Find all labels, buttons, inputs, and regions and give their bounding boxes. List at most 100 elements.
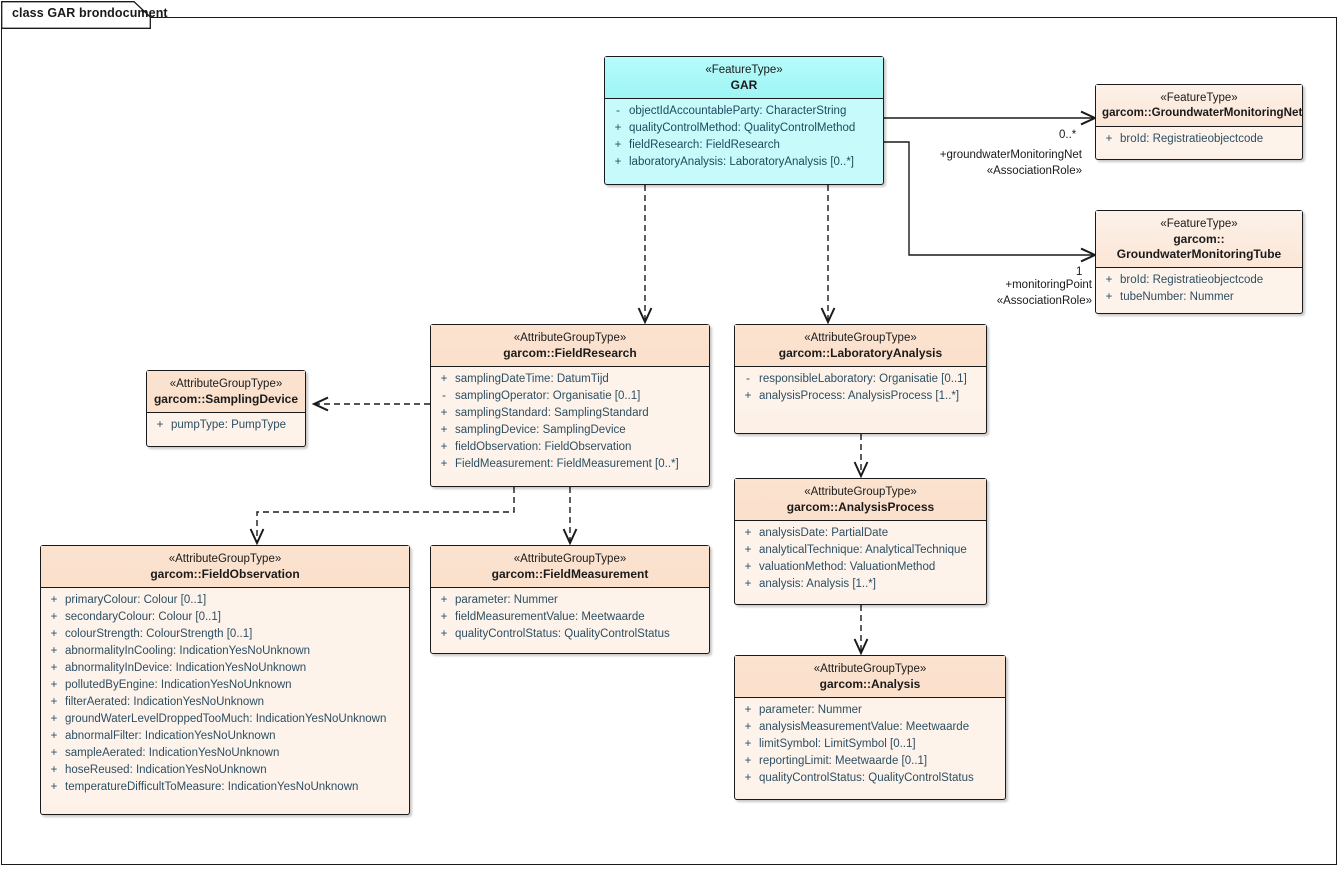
attribute-text: colourStrength: ColourStrength [0..1] [65,628,253,641]
class-name-groundwatermonitoringtube: garcom:: [1173,231,1225,246]
attribute-visibility: + [50,679,58,692]
attribute-text: fieldResearch: FieldResearch [629,139,780,152]
tab-shape-icon [1,1,151,29]
attribute-row: + parameter: Nummer [737,702,1003,719]
role-stereotype-gwmtube: «AssociationRole» [996,295,1092,307]
attribute-row: + samplingStandard: SamplingStandard [433,405,707,422]
attribute-visibility: + [440,407,448,420]
attribute-row: +samplingDateTime: DatumTijd [433,371,707,388]
class-stereotype-fieldmeasurement: «AttributeGroupType» [513,553,627,565]
class-header-laboratoryanalysis: «AttributeGroupType» garcom::LaboratoryA… [735,325,986,367]
attribute-visibility: + [744,704,752,717]
attribute-text: broId: Registratieobjectcode [1120,132,1264,145]
attribute-row: +groundWaterLevelDroppedTooMuch: Indicat… [43,711,407,728]
class-separator-groundwatermonitoringnet [1096,125,1302,127]
class-name-groundwatermonitoringnet: garcom::GroundwaterMonitoringNet [1102,105,1303,119]
attribute-visibility: - [616,105,620,118]
class-box-analysisprocess[interactable]: «AttributeGroupType» garcom::AnalysisPro… [734,478,987,605]
class-name-fieldobservation: garcom::FieldObservation [150,566,300,581]
attribute-visibility: + [50,662,58,675]
attribute-text: reportingLimit: Meetwaarde [0..1] [759,755,928,768]
attribute-text: FieldMeasurement: FieldMeasurement [0..*… [455,458,679,471]
attribute-row: +fieldMeasurementValue: Meetwaarde [433,609,707,626]
attribute-visibility: + [1105,291,1113,304]
attribute-visibility: + [744,561,752,574]
class-header-fieldresearch: «AttributeGroupType» garcom::FieldResear… [431,325,709,367]
attribute-row: +abnormalFilter: IndicationYesNoUnknown [43,728,407,745]
attribute-text: qualityControlStatus: QualityControlStat… [759,772,974,785]
attribute-row: -objectIdAccountableParty: CharacterStri… [607,103,881,120]
class-stereotype-analysisprocess: «AttributeGroupType» [804,486,917,498]
class-stereotype-gar: «FeatureType» [705,64,783,76]
attribute-text: fieldObservation: FieldObservation [455,441,632,454]
attribute-row: +primaryColour: Colour [0..1] [43,592,407,609]
class-box-fieldobservation[interactable]: «AttributeGroupType» garcom::FieldObserv… [40,545,410,815]
class-box-fieldresearch[interactable]: «AttributeGroupType» garcom::FieldResear… [430,324,710,487]
attribute-visibility: + [744,772,752,785]
attribute-visibility: + [50,645,58,658]
class-attributes-groundwatermonitoringnet: +broId: Registratieobjectcode [1096,126,1302,154]
attribute-text: sampleAerated: IndicationYesNoUnknown [65,747,280,760]
class-box-groundwatermonitoringtube[interactable]: «FeatureType» garcom:: GroundwaterMonito… [1095,210,1303,314]
multiplicity-gwmtube: 1 [1076,266,1083,278]
attribute-text: abnormalityInDevice: IndicationYesNoUnkn… [65,662,307,675]
class-header-fieldmeasurement: «AttributeGroupType» garcom::FieldMeasur… [431,546,709,588]
class-name-analysis: garcom::Analysis [819,676,921,691]
attribute-visibility: + [744,721,752,734]
attribute-row: +tubeNumber: Nummer [1098,289,1300,306]
attribute-visibility: + [156,419,164,432]
attribute-text: responsibleLaboratory: Organisatie [0..1… [759,373,967,386]
class-name-gar: GAR [730,77,758,92]
class-separator-fieldobservation [41,587,409,589]
attribute-row: + FieldMeasurement: FieldMeasurement [0..… [433,456,707,473]
class-attributes-fieldobservation: +primaryColour: Colour [0..1] + secondary… [41,588,409,805]
attribute-row: +analyticalTechnique: AnalyticalTechniqu… [737,542,984,559]
multiplicity-gwmnet: 0..* [1059,129,1077,141]
attribute-row: +pollutedByEngine: IndicationYesNoUnknow… [43,677,407,694]
attribute-text: samplingStandard: SamplingStandard [455,407,649,420]
attribute-text: secondaryColour: Colour [0..1] [65,611,221,624]
attribute-visibility: + [614,122,622,135]
attribute-row: + qualityControlStatus: QualityControlSta… [737,770,1003,787]
diagram-title-tab: class GAR brondocument [1,1,168,29]
attribute-text: parameter: Nummer [759,704,862,717]
attribute-row: +limitSymbol: LimitSymbol [0..1] [737,736,1003,753]
class-attributes-laboratoryanalysis: -responsibleLaboratory: Organisatie [0..… [735,367,986,412]
class-stereotype-groundwatermonitoringtube: «FeatureType» [1160,218,1238,230]
attribute-visibility: + [744,738,752,751]
attribute-visibility: - [746,373,750,386]
class-name-fieldresearch: garcom::FieldResearch [503,345,637,360]
class-box-gar[interactable]: «FeatureType» GAR -objectIdAccountablePa… [604,56,884,185]
attribute-row: +analysisProcess: AnalysisProcess [1..*] [737,388,984,405]
attribute-row: +pumpType: PumpType [149,417,303,434]
attribute-text: analysisDate: PartialDate [759,527,889,540]
attribute-visibility: + [440,611,448,624]
attribute-visibility: + [50,628,58,641]
class-box-laboratoryanalysis[interactable]: «AttributeGroupType» garcom::LaboratoryA… [734,324,987,434]
class-header-analysis: «AttributeGroupType» garcom::Analysis [735,656,1005,698]
class-header-samplingdevice: «AttributeGroupType» garcom::SamplingDev… [147,371,305,413]
class-attributes-groundwatermonitoringtube: +broId: Registratieobjectcode +tubeNumbe… [1096,268,1302,313]
attribute-visibility: + [440,458,448,471]
attribute-row: +fieldResearch: FieldResearch [607,137,881,154]
attribute-row: +broId: Registratieobjectcode [1098,272,1300,289]
class-box-samplingdevice[interactable]: «AttributeGroupType» garcom::SamplingDev… [146,370,306,447]
attribute-text: temperatureDifficultToMeasure: Indicatio… [65,781,359,794]
attribute-visibility: + [614,156,622,169]
attribute-row: + colourStrength: ColourStrength [0..1] [43,626,407,643]
attribute-row: +samplingDevice: SamplingDevice [433,422,707,439]
attribute-visibility: + [50,764,58,777]
attribute-visibility: + [50,611,58,624]
class-box-analysis[interactable]: «AttributeGroupType» garcom::Analysis + p… [734,655,1006,800]
class-box-fieldmeasurement[interactable]: «AttributeGroupType» garcom::FieldMeasur… [430,545,710,654]
attribute-row: + secondaryColour: Colour [0..1] [43,609,407,626]
class-separator-laboratoryanalysis [735,366,986,368]
attribute-row: +analysisMeasurementValue: Meetwaarde [737,719,1003,736]
role-stereotype-gwmnet: «AssociationRole» [986,165,1082,177]
class-box-groundwatermonitoringnet[interactable]: «FeatureType» garcom::GroundwaterMonitor… [1095,84,1303,160]
class-attributes-fieldmeasurement: +parameter: Nummer +fieldMeasurementValu… [431,588,709,650]
attribute-visibility: + [440,628,448,641]
attribute-row: +reportingLimit: Meetwaarde [0..1] [737,753,1003,770]
class-stereotype-samplingdevice: «AttributeGroupType» [169,378,283,390]
class-stereotype-analysis: «AttributeGroupType» [813,663,927,675]
